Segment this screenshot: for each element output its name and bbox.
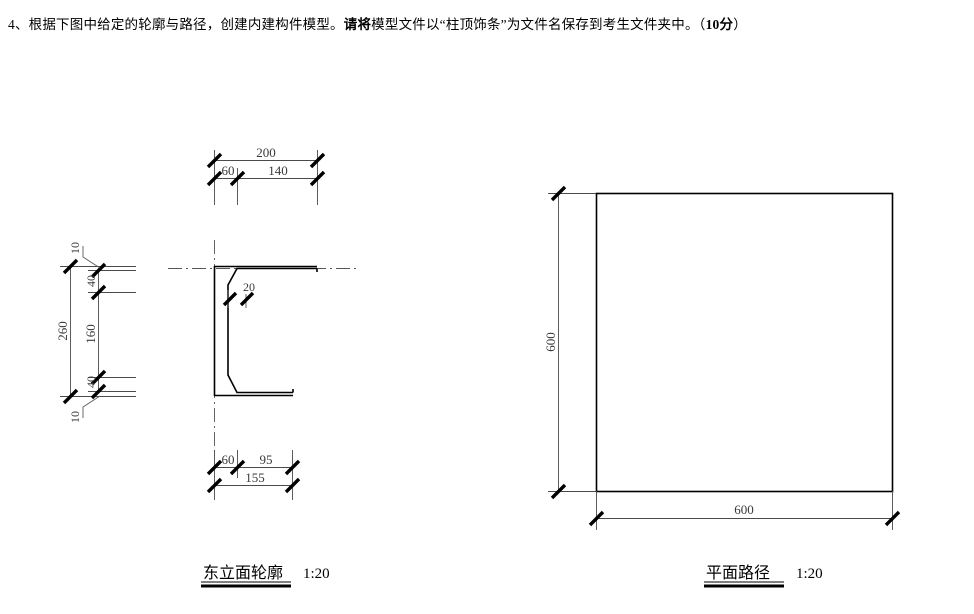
tick-plan-vertical-bottom [550, 483, 567, 500]
dim-text-top-overall: 200 [256, 145, 276, 160]
dim-text-upper-10: 10 [68, 242, 82, 254]
tick-bottom-seg-left [206, 459, 223, 476]
tick-bottom-overall-left [206, 477, 223, 494]
dim-text-left-overall: 260 [55, 321, 70, 341]
dim-text-lower-10: 10 [68, 411, 82, 423]
elevation-scale-label: 1:20 [303, 566, 330, 582]
tick-plan-horizontal-left [588, 510, 605, 527]
dim-text-left-middle-160: 160 [83, 324, 98, 344]
tick-bottom-seg-mid [229, 459, 246, 476]
tick-20-left [222, 291, 238, 307]
question-body-part3: 模型文件以“柱顶饰条”为文件名保存到考生文件夹中。（ [371, 17, 706, 32]
tick-top-overall-left [206, 152, 223, 169]
elevation-view-group: 200 60 140 260 40 160 40 10 10 [55, 145, 360, 588]
dim-text-plan-horizontal: 600 [734, 502, 754, 517]
elevation-caption-label: 东立面轮廓 [203, 564, 283, 582]
tick-left-seg-top [90, 262, 107, 279]
question-number: 4、 [8, 17, 29, 32]
dim-text-top-right-seg: 140 [268, 163, 288, 178]
tick-bottom-seg-right [284, 459, 301, 476]
tick-top-seg-mid [229, 170, 246, 187]
profile-outline [227, 267, 317, 394]
tick-top-overall-right [309, 152, 326, 169]
tick-left-seg-upper [90, 284, 107, 301]
question-body-part5: ） [733, 17, 747, 32]
question-body-part1: 根据下图中给定的轮廓与路径，创建内建构件模型。 [28, 17, 344, 32]
dim-text-bottom-right-seg: 95 [260, 452, 273, 467]
leader-upper-10 [82, 246, 101, 269]
tick-left-seg-lower [90, 369, 107, 386]
dim-text-bottom-left-seg: 60 [222, 452, 235, 467]
plan-view-group: 600 600 平面路径 1:20 [543, 185, 901, 588]
plan-caption-label: 平面路径 [706, 564, 770, 582]
dim-text-bottom-overall: 155 [245, 470, 265, 485]
tick-top-seg-left [206, 170, 223, 187]
tick-left-seg-bottom [90, 383, 107, 400]
tick-left-overall-top [62, 258, 79, 275]
question-body-emphasis: 请将 [343, 17, 372, 32]
dim-text-plan-vertical: 600 [543, 332, 558, 352]
tick-top-seg-right [309, 170, 326, 187]
question-points: 10分 [705, 17, 734, 32]
plan-square-path [595, 192, 894, 493]
plan-scale-label: 1:20 [796, 566, 823, 582]
dim-text-top-left-seg: 60 [222, 163, 235, 178]
tick-20-right [239, 291, 255, 307]
tick-plan-horizontal-right [884, 510, 901, 527]
question-text: 4、根据下图中给定的轮廓与路径，创建内建构件模型。请将模型文件以“柱顶饰条”为文… [8, 17, 747, 33]
leader-lower-10 [82, 395, 101, 418]
dim-text-left-lower-40: 40 [84, 376, 98, 388]
dim-text-inner-20: 20 [243, 280, 255, 294]
tick-left-overall-bottom [62, 388, 79, 405]
tick-bottom-overall-right [284, 477, 301, 494]
dim-text-left-upper-40: 40 [84, 275, 98, 287]
tick-plan-vertical-top [550, 185, 567, 202]
